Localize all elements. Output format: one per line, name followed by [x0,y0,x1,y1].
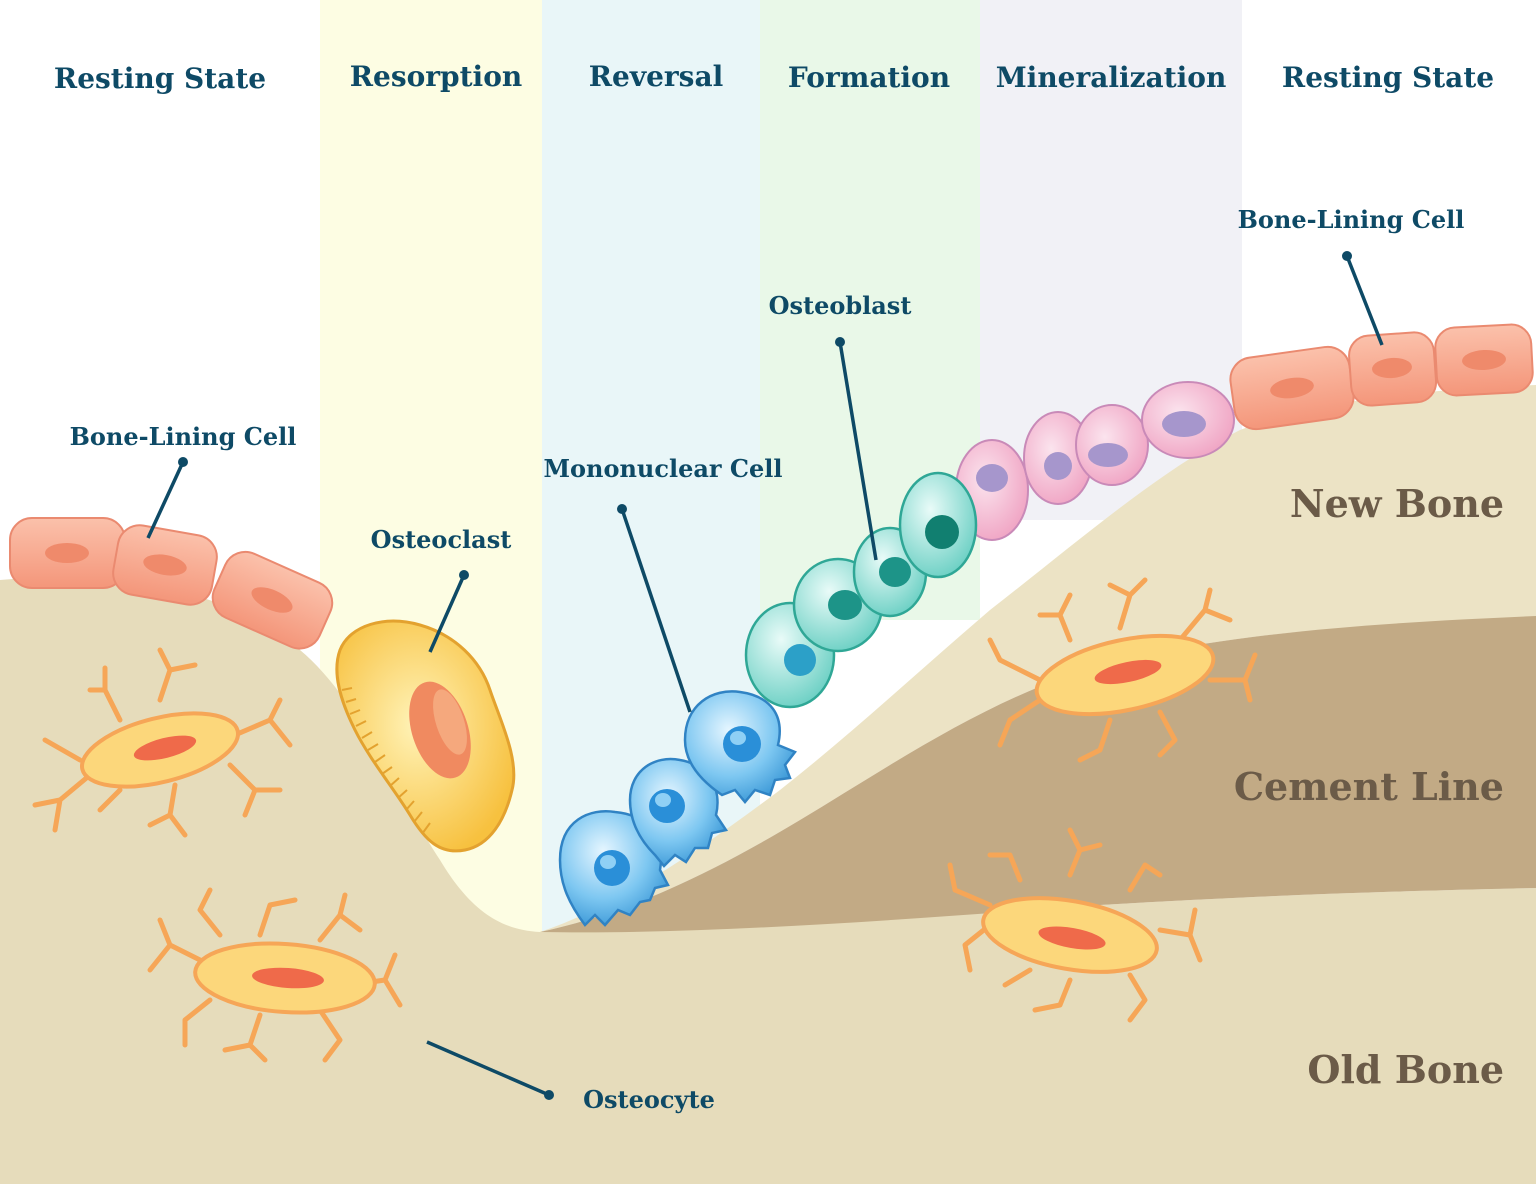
mineralizing-cells [955,381,1235,541]
bone-lining-cells-right [1229,323,1534,431]
mononuclear-cell [628,757,729,868]
label-bone-lining-cell-left: Bone-Lining Cell [70,422,297,451]
mineralizing-cell [1141,381,1235,459]
cement-line-region [540,616,1536,933]
osteoblast-cell [898,471,978,579]
label-mononuclear-cell: Mononuclear Cell [543,454,782,483]
mononuclear-cell [683,690,797,804]
phase-title-reversal: Reversal [589,60,723,93]
new-bone-region [540,385,1536,932]
cell-labels: Bone-Lining Cell Bone-Lining Cell Osteoc… [70,205,1465,1114]
old-bone-region [0,577,1536,1184]
mineralizing-cell [1075,404,1149,486]
osteocyte [987,577,1258,763]
phase-title-mineralization: Mineralization [996,61,1227,94]
lining-cell [1348,331,1438,407]
phase-title-resting-state-2: Resting State [1282,61,1494,94]
bone-layers [0,385,1536,1184]
layer-label-old-bone: Old Bone [1307,1047,1504,1092]
phase-bands [320,0,1242,940]
lining-cell [1229,345,1355,431]
osteocyte [32,647,293,838]
lining-cell [112,524,218,606]
layer-label-new-bone: New Bone [1290,481,1504,526]
lining-cell [9,517,126,589]
phase-titles: Resting State Resorption Reversal Format… [54,60,1494,95]
leader-lines [146,251,1384,1100]
label-osteocyte: Osteocyte [583,1085,715,1114]
mononuclear-cells [558,690,797,927]
phase-title-resting-state-1: Resting State [54,62,266,95]
layer-label-cement-line: Cement Line [1234,764,1504,809]
lining-cell [211,550,334,650]
label-bone-lining-cell-right: Bone-Lining Cell [1238,205,1465,234]
phase-title-formation: Formation [788,61,950,94]
osteoblasts [744,471,978,709]
osteocyte [147,887,403,1063]
layer-labels: New Bone Cement Line Old Bone [1234,481,1504,1092]
osteocyte [947,827,1203,1023]
bone-lining-cells-left [9,517,334,650]
label-osteoclast: Osteoclast [371,525,512,554]
phase-title-resorption: Resorption [350,60,522,93]
osteocytes [32,577,1258,1063]
lining-cell [1434,323,1534,397]
label-osteoblast: Osteoblast [769,291,912,320]
osteoclast [335,619,516,853]
